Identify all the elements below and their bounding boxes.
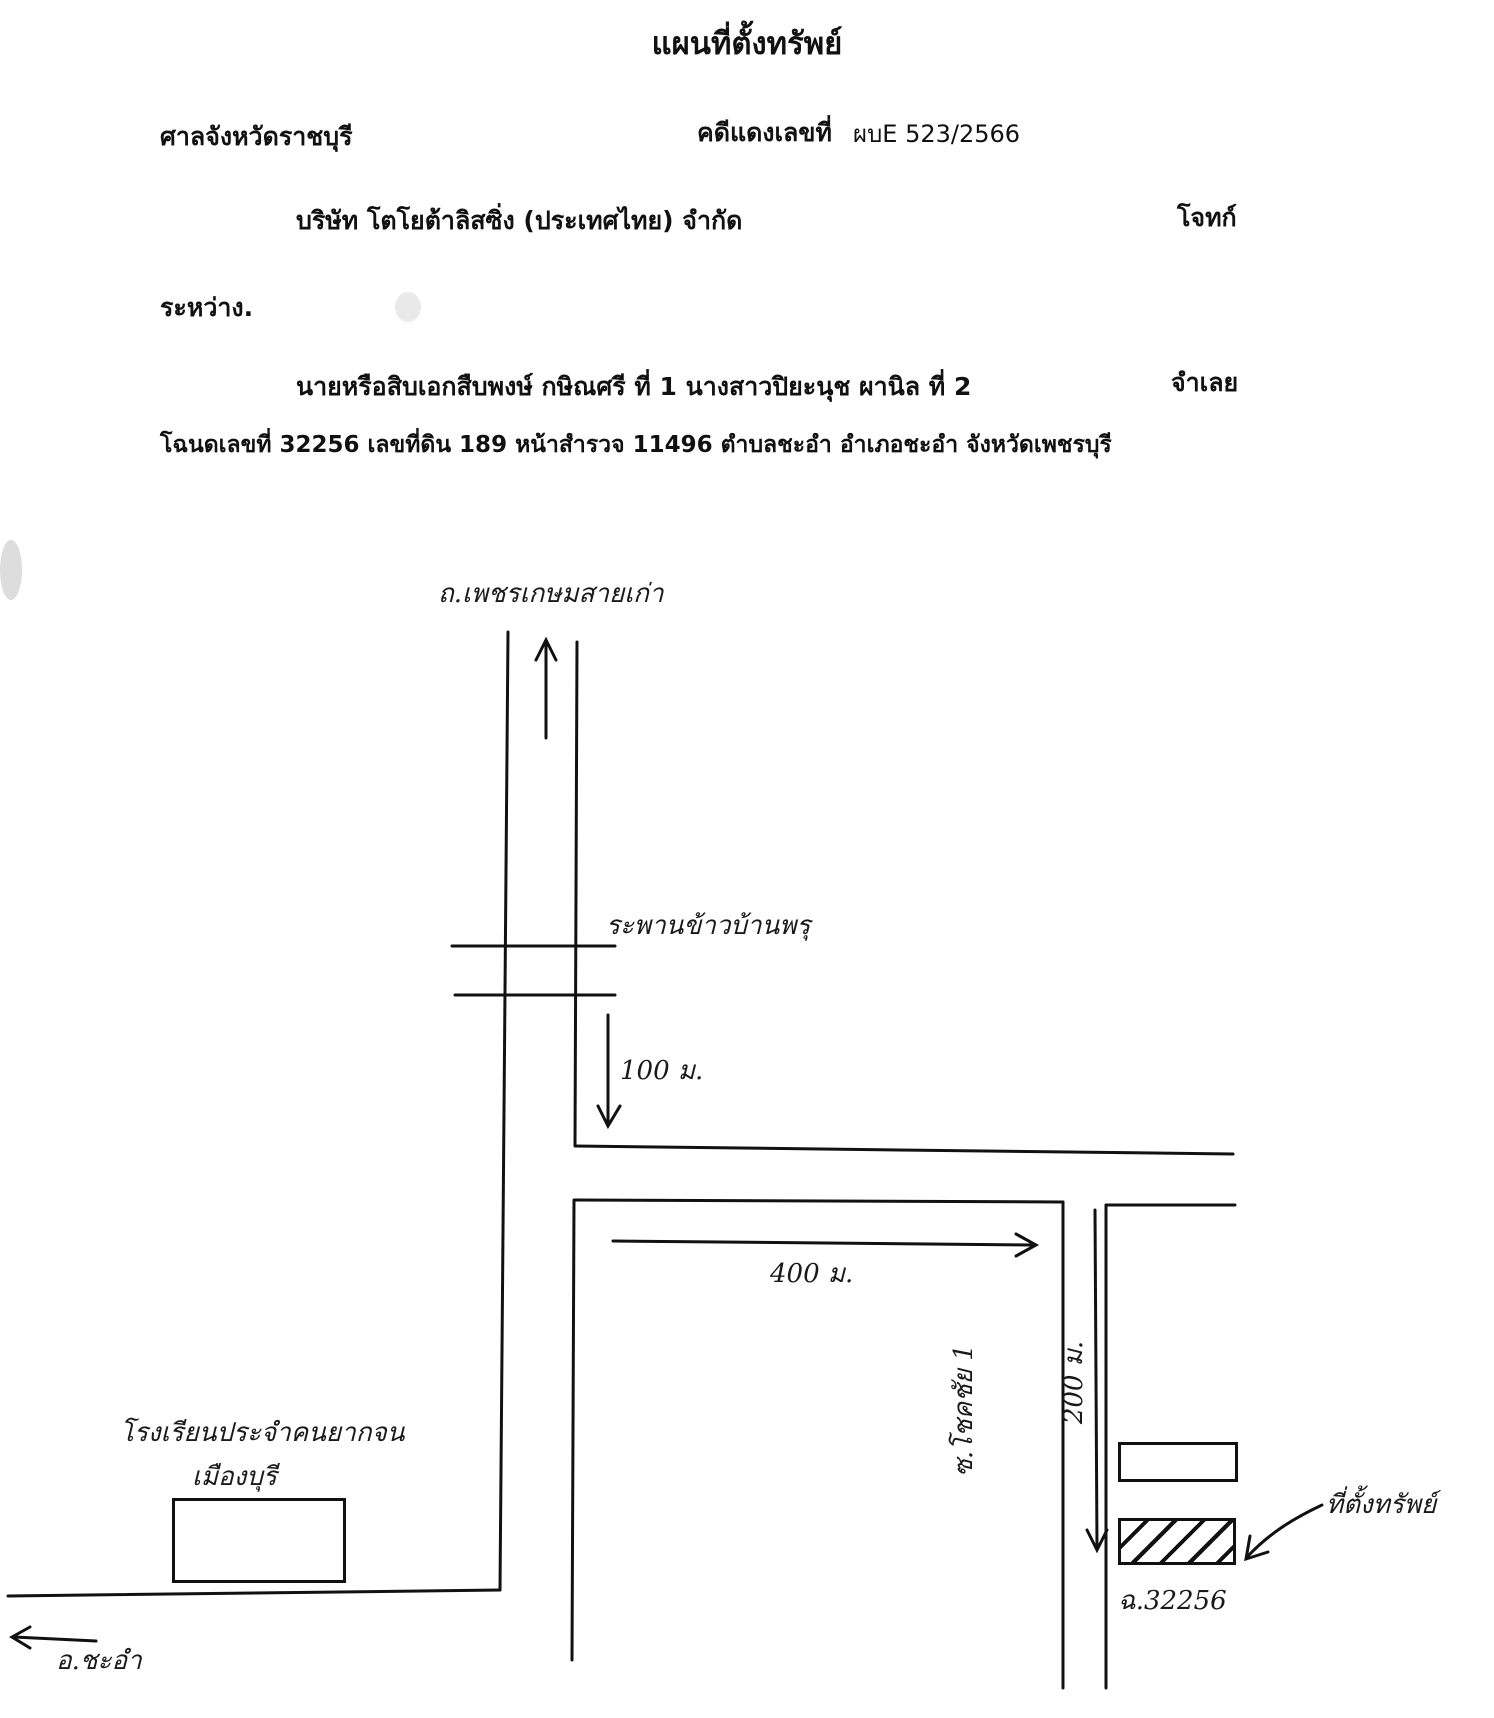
case-number: ผบE 523/2566 [853,120,1021,148]
defendants: นายหรือสิบเอกสืบพงษ์ กษิณศรี ที่ 1 นางสา… [296,372,972,401]
defendant-role: จำเลย [1171,368,1239,397]
deed-marker-label: ฉ.32256 [1118,1586,1227,1616]
distance-200-label: 200 ม. [1059,1340,1090,1425]
east-road-bottom-edge [573,1198,1065,1204]
case-label: คดีแดงเลขที่ [697,118,832,147]
arrow-400-shaft [611,1239,1036,1247]
arrow-chaam-head [9,1625,32,1650]
arrow-chaam-shaft [12,1635,98,1643]
page-title: แผนที่ตั้งทรัพย์ [651,26,843,62]
neighbor-plot [1118,1442,1238,1482]
west-road-top-edge [6,1588,502,1598]
north-arrow-head [534,636,558,662]
block-right-edge [570,1198,576,1662]
property-pointer [1246,1503,1324,1558]
arrow-100-head [596,1104,622,1130]
east-road-top-edge [573,1144,1235,1156]
distance-400-label: 400 ม. [770,1259,854,1289]
plaintiff-name: บริษัท โตโยต้าลิสซิ่ง (ประเทศไทย) จำกัด [296,206,743,235]
bridge-label: ระพานข้าวบ้านพรุ [606,911,811,941]
plaintiff-role: โจทก์ [1177,203,1237,232]
arrow-400-head [1014,1232,1040,1258]
highway-right-edge [573,640,579,1147]
property-pointer-head [1244,1534,1270,1562]
highway-left-edge [498,630,510,1592]
between-label: ระหว่าง. [160,293,254,322]
scan-smudge [0,540,22,600]
arrow-200-shaft [1093,1208,1099,1550]
school-building [172,1498,346,1583]
court-name: ศาลจังหวัดราชบุรี [160,122,353,151]
scan-smudge [395,292,421,322]
distance-100-label: 100 ม. [620,1056,704,1086]
property-plot [1118,1518,1236,1565]
property-label: ที่ตั้งทรัพย์ [1326,1490,1437,1520]
road-top-label: ถ.เพชรเกษมสายเก่า [438,579,664,609]
school-label-line1: โรงเรียนประจำคนยากจน [120,1418,405,1448]
school-label-line2: เมืองบุรี [192,1462,277,1492]
arrow-200-head [1085,1528,1109,1554]
soi-label: ซ.โชคชัย 1 [948,1344,979,1477]
deed-line: โฉนดเลขที่ 32256 เลขที่ดิน 189 หน้าสำรวจ… [160,432,1112,458]
chaam-label: อ.ชะอำ [56,1646,142,1676]
